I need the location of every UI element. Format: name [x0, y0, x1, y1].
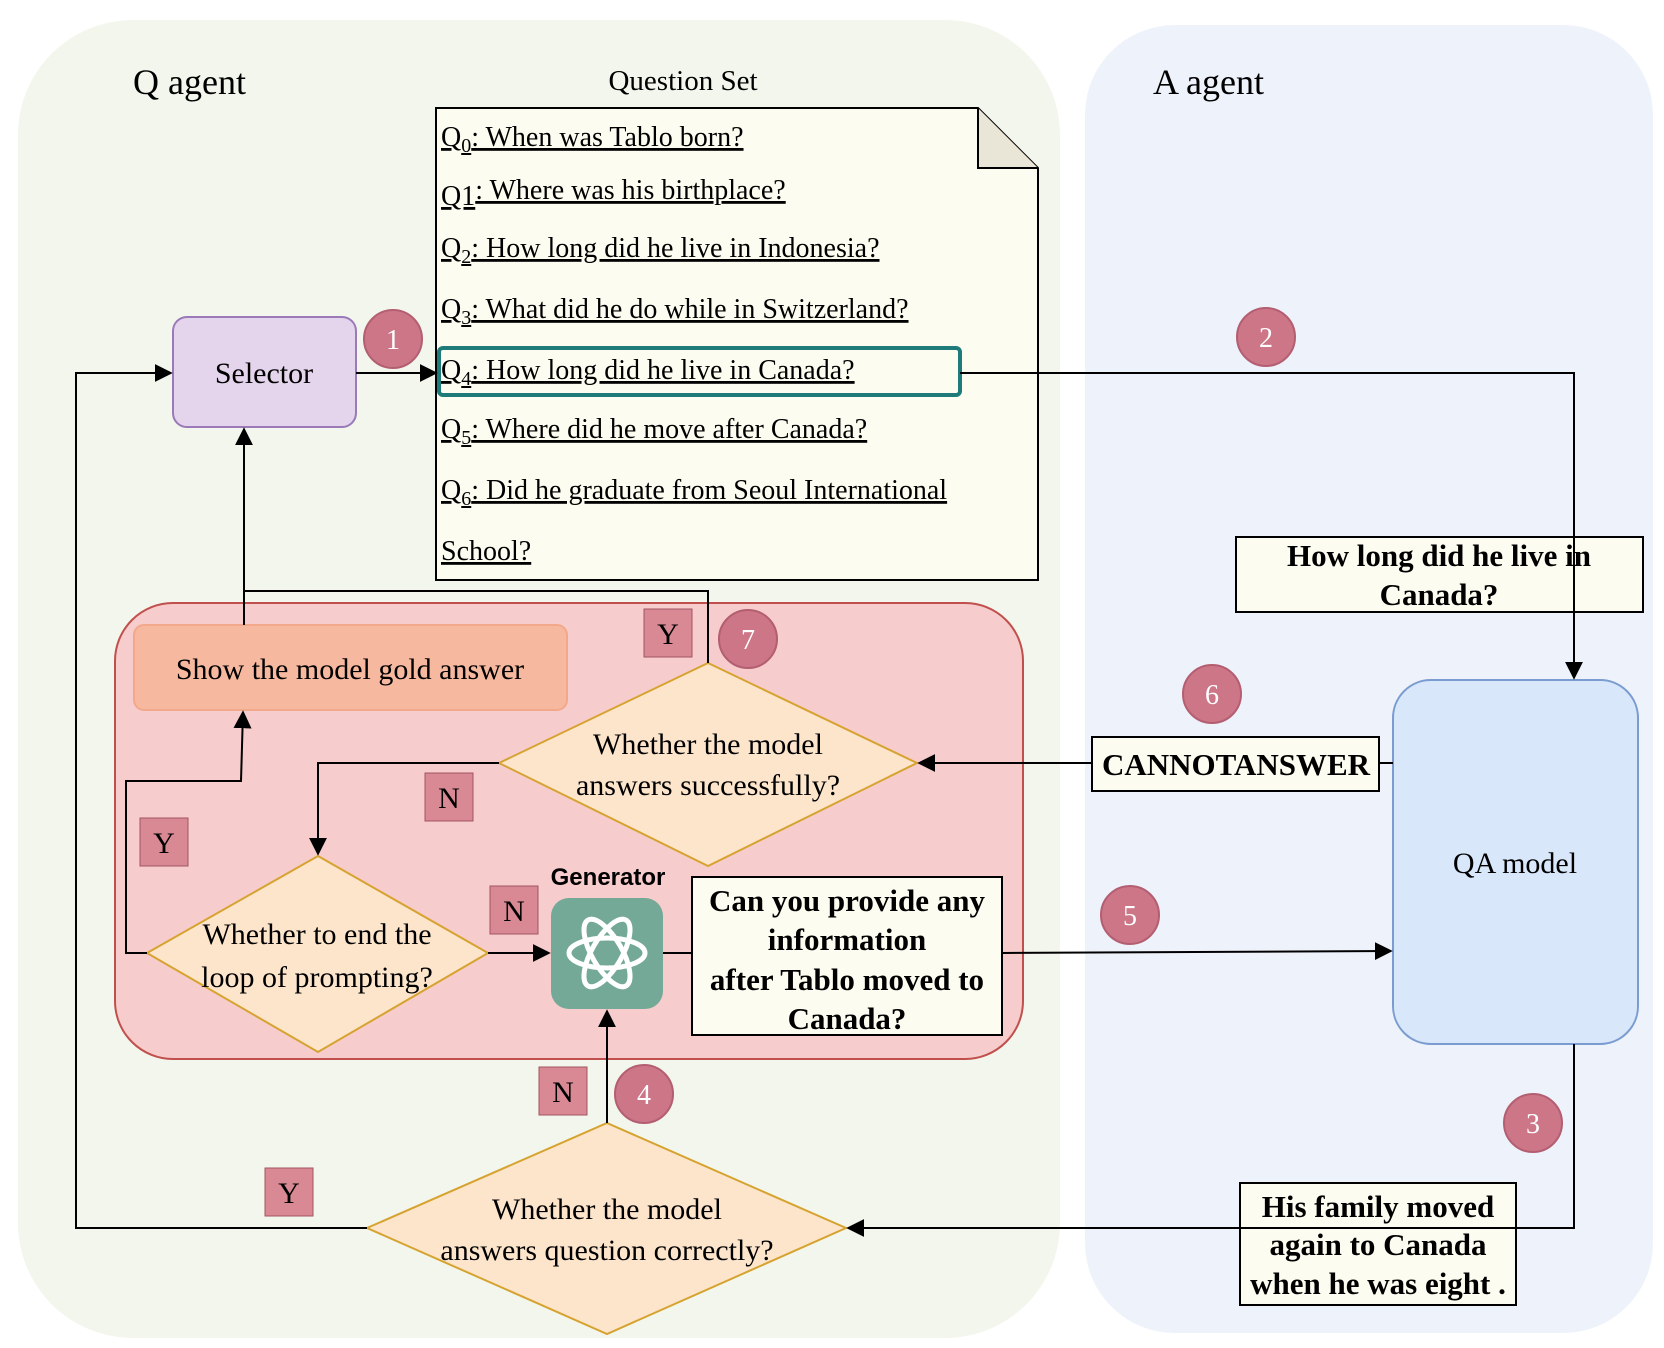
branch-box: [538, 1066, 588, 1116]
branch-box: [424, 772, 474, 822]
step-circle: [614, 1064, 674, 1124]
step-number: 7: [741, 625, 755, 656]
step-markers: 1 2 3 4 5 6 7: [363, 307, 1563, 1153]
step-circle: [1182, 664, 1242, 724]
decision-end-loop-line1: Whether to end the: [202, 918, 431, 951]
qa-answer-line2: again to Canada: [1269, 1227, 1487, 1262]
cannot-answer-label: CANNOTANSWER: [1102, 747, 1371, 782]
decision-end-loop[interactable]: [144, 854, 491, 1054]
show-gold-answer-node[interactable]: [133, 624, 568, 711]
arrow-prompt-to-qa: [1001, 942, 1393, 961]
step-circle: [1100, 885, 1160, 945]
branch-yes: Y: [278, 1177, 300, 1210]
step-number: 3: [1526, 1109, 1540, 1140]
decision-answers-successfully[interactable]: [496, 661, 920, 868]
question-to-qa-line1: How long did he live in: [1287, 538, 1591, 573]
qa-answer-box: [1239, 1182, 1517, 1306]
decision-answers-successfully-line1: Whether the model: [593, 728, 823, 761]
arrow-correct-yes-to-selector: [75, 364, 367, 1229]
branch-yes: Y: [153, 827, 175, 860]
step-circle: [718, 609, 778, 669]
qa-answer-line3: when he was eight .: [1250, 1266, 1506, 1301]
step-number: 6: [1205, 680, 1219, 711]
step-circle: [363, 309, 423, 369]
question-to-qa-box: [1235, 536, 1644, 613]
qa-answer-line1: His family moved: [1262, 1189, 1495, 1224]
selector-label: Selector: [215, 357, 313, 390]
step-circle: [1503, 1093, 1563, 1153]
decision-answers-correctly-line1: Whether the model: [492, 1193, 722, 1226]
step-number: 4: [637, 1080, 651, 1111]
arrow-success-no-to-end-loop: [309, 762, 499, 856]
question-set-title: Question Set: [608, 65, 757, 97]
generator-logo-bg[interactable]: [551, 898, 663, 1009]
branch-yes: Y: [657, 618, 679, 651]
show-gold-answer-label: Show the model gold answer: [176, 653, 524, 686]
a-agent-title: A agent: [1153, 62, 1264, 102]
question-item[interactable]: Q5: Where did he move after Canada?: [441, 414, 867, 449]
branch-box: [139, 817, 189, 867]
generated-prompt-line1: Can you provide any: [709, 883, 985, 918]
step-number: 1: [386, 325, 400, 356]
step-number: 5: [1123, 901, 1137, 932]
step-circle: [1236, 307, 1296, 367]
question-item[interactable]: Q2: How long did he live in Indonesia?: [441, 233, 880, 268]
selected-question-highlight: [437, 346, 962, 397]
question-to-qa-line2: Canada?: [1380, 577, 1499, 612]
decision-end-loop-line2: loop of prompting?: [201, 961, 433, 994]
question-item[interactable]: Q1: Where was his birthplace?: [441, 175, 786, 212]
generated-prompt-line2: information: [768, 922, 926, 957]
question-list: Q0: When was Tablo born? Q1: Where was h…: [441, 122, 947, 567]
arrow-qa-answer-to-decision: [846, 1044, 1575, 1237]
branch-box: [489, 885, 539, 935]
qa-model-label: QA model: [1453, 847, 1577, 880]
branch-no: N: [552, 1076, 574, 1109]
arrow-end-loop-yes-to-gold: [125, 710, 252, 954]
qa-model-node[interactable]: [1392, 679, 1639, 1045]
step-number: 2: [1259, 323, 1273, 354]
branch-box: [264, 1167, 314, 1217]
decision-answers-correctly[interactable]: [364, 1121, 849, 1336]
question-item[interactable]: Q6: Did he graduate from Seoul Internati…: [441, 475, 947, 510]
arrow-success-yes-to-selector: [235, 427, 709, 663]
branch-box: [643, 608, 693, 658]
decision-answers-correctly-line2: answers question correctly?: [440, 1234, 773, 1267]
generator-label: Generator: [551, 864, 666, 891]
question-item[interactable]: Q0: When was Tablo born?: [441, 122, 744, 157]
generated-prompt-box: [691, 876, 1003, 1036]
generated-prompt-line3: after Tablo moved to: [710, 962, 984, 997]
question-continuation: School?: [441, 536, 531, 567]
note-fold: [977, 108, 1038, 169]
question-item[interactable]: Q3: What did he do while in Switzerland?: [441, 294, 909, 329]
generated-prompt-line4: Canada?: [788, 1001, 907, 1036]
branch-no: N: [438, 782, 460, 815]
q-agent-title: Q agent: [133, 62, 246, 102]
branch-labels: Y N Y N N Y: [139, 608, 693, 1217]
branch-no: N: [503, 895, 525, 928]
question-item-selected[interactable]: Q4: How long did he live in Canada?: [441, 355, 855, 390]
decision-answers-successfully-line2: answers successfully?: [576, 769, 840, 802]
generator-icon: [566, 916, 648, 990]
arrow-question-to-qa: [960, 372, 1583, 680]
